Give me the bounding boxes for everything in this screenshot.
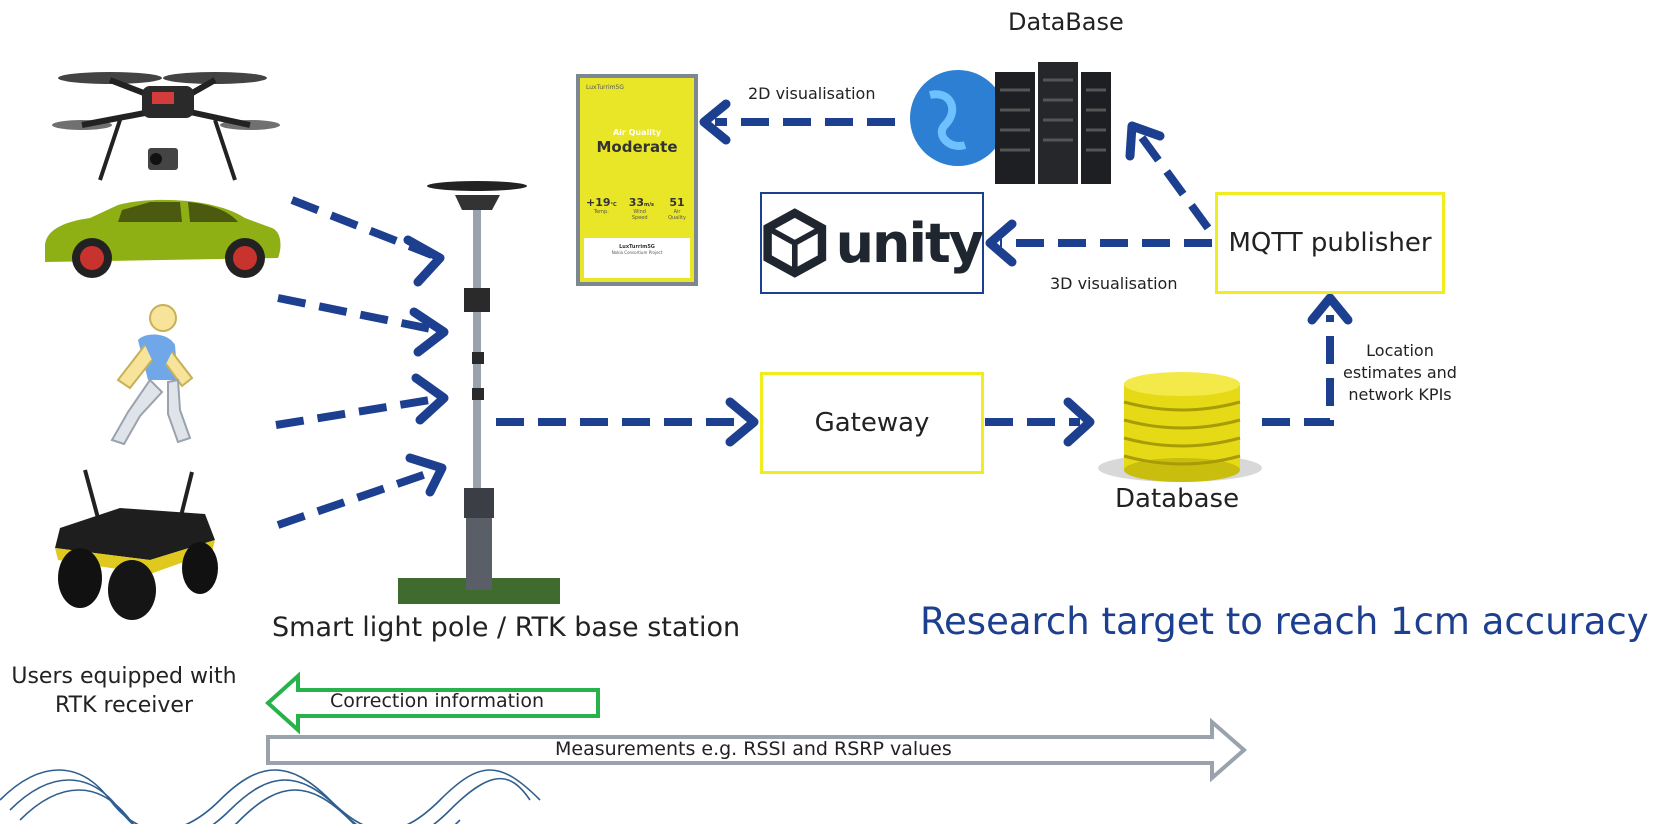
panel-stat-wind: 33m/s Wind Speed — [629, 196, 654, 221]
panel-header: LuxTurrim5G — [586, 84, 624, 91]
users-line: RTK receiver — [55, 693, 193, 718]
drone-icon — [52, 72, 280, 181]
panel-title-small: Air Quality — [612, 128, 662, 137]
mqtt-publisher-box: MQTT publisher — [1215, 192, 1445, 294]
gateway-label: Gateway — [814, 408, 930, 438]
panel-title-big: Moderate — [596, 138, 678, 156]
panel-footer: LuxTurrim5G Nokia Consortium Project — [584, 238, 690, 278]
vis-2d-label: 2D visualisation — [748, 84, 876, 103]
users-line: Users equipped with — [11, 664, 237, 689]
database-to-display-arrow — [699, 99, 895, 145]
database-to-mqtt-arrow — [1262, 293, 1353, 426]
user-to-pole-arrows — [275, 196, 449, 529]
mqtt-to-database-top-arrow — [1125, 121, 1212, 231]
signal-wave-decoration — [0, 769, 541, 824]
light-pole-icon — [398, 181, 560, 604]
panel-stat-temp: +19°C Temp. — [586, 196, 617, 221]
car-icon — [45, 199, 281, 278]
panel-footer-sub: Nokia Consortium Project — [611, 250, 663, 255]
panel-footer-title: LuxTurrim5G — [619, 244, 655, 250]
location-line: Location — [1366, 341, 1434, 360]
panel-stat-unit: m/s — [644, 202, 655, 208]
location-line: estimates and — [1343, 363, 1457, 382]
pole-caption: Smart light pole / RTK base station — [272, 612, 741, 643]
database-bottom-label: Database — [1115, 484, 1240, 514]
gateway-box: Gateway — [760, 372, 984, 474]
vis-3d-label: 3D visualisation — [1050, 274, 1178, 293]
panel-stats: +19°C Temp. 33m/s Wind Speed 51 Air Qual… — [586, 196, 688, 221]
correction-arrow — [265, 671, 600, 735]
measurements-label: Measurements e.g. RSSI and RSRP values — [555, 738, 952, 760]
air-quality-display-panel: LuxTurrim5G Air Quality Moderate +19°C T… — [576, 74, 698, 286]
users-caption: Users equipped with RTK receiver — [4, 662, 244, 720]
walking-person-icon — [110, 304, 194, 446]
research-target-text: Research target to reach 1cm accuracy — [920, 600, 1649, 643]
database-top-label: DataBase — [1008, 8, 1124, 36]
location-line: network KPIs — [1348, 385, 1452, 404]
panel-stat-value: 33 — [628, 196, 644, 209]
mqtt-to-unity-arrow — [985, 219, 1212, 267]
database-cylinder-icon — [1098, 372, 1262, 482]
mqtt-publisher-label: MQTT publisher — [1228, 228, 1432, 258]
panel-stat-label: Air Quality — [668, 209, 686, 221]
panel-stat-label: Wind Speed — [631, 209, 648, 221]
database-server-globe-icon — [910, 62, 1111, 184]
panel-stat-value: +19 — [586, 196, 611, 209]
panel-stat-label: Temp. — [593, 209, 609, 215]
panel-stat-air: 51 Air Quality — [666, 196, 688, 221]
correction-label: Correction information — [330, 690, 544, 712]
rover-icon — [55, 469, 218, 620]
gateway-to-database-arrow — [985, 397, 1095, 447]
location-kpi-label: Location estimates and network KPIs — [1338, 340, 1462, 406]
measurement-arrow — [266, 717, 1248, 783]
panel-stat-value: 51 — [669, 196, 685, 209]
unity-cube-icon — [763, 208, 827, 278]
unity-logo-box: unity — [760, 192, 984, 294]
pole-to-gateway-arrow — [496, 397, 759, 447]
unity-logo-text: unity — [835, 211, 984, 275]
panel-stat-unit: °C — [610, 202, 617, 208]
